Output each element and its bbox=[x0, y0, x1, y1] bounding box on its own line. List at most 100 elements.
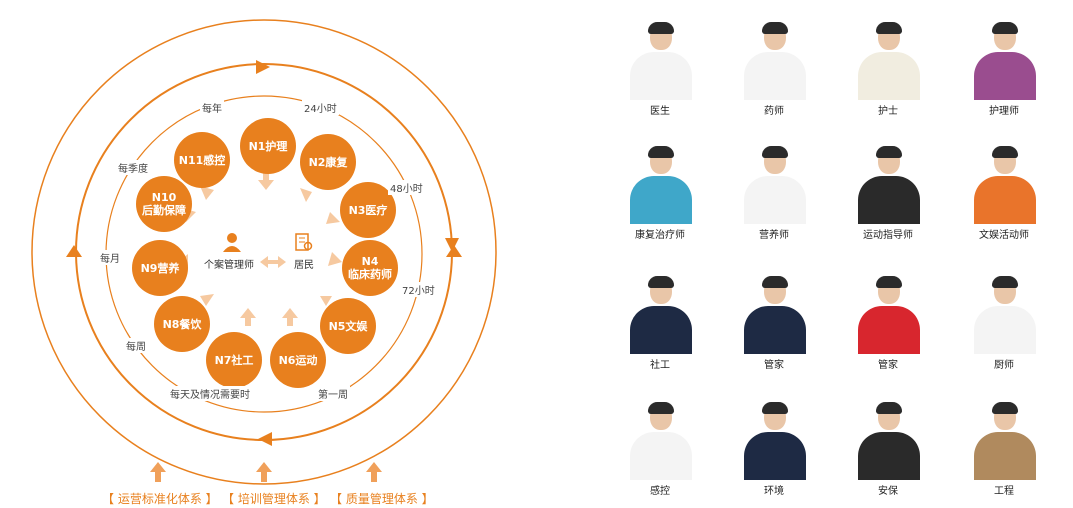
staff-photo bbox=[970, 22, 1040, 100]
staff-photo bbox=[854, 146, 924, 224]
staff-role-label: 护士 bbox=[878, 106, 898, 117]
staff-role-label: 护理师 bbox=[989, 106, 1019, 117]
staff-hair bbox=[762, 22, 788, 34]
staff-body bbox=[630, 176, 692, 224]
staff-photo bbox=[740, 22, 810, 100]
staff-body bbox=[858, 306, 920, 354]
cycle-label-monthly: 每月 bbox=[98, 250, 122, 265]
cycle-label-first-week: 第一周 bbox=[316, 386, 350, 401]
staff-hair bbox=[762, 146, 788, 158]
staff-role-label: 营养师 bbox=[759, 230, 789, 241]
staff-hair bbox=[762, 276, 788, 288]
staff-hair bbox=[876, 276, 902, 288]
staff-photo bbox=[626, 402, 696, 480]
staff-card: 文娱活动师 bbox=[956, 142, 1052, 242]
staff-body bbox=[744, 432, 806, 480]
staff-role-label: 药师 bbox=[764, 106, 784, 117]
staff-hair bbox=[876, 146, 902, 158]
node-n6: N6运动 bbox=[270, 332, 326, 388]
staff-card: 管家 bbox=[726, 272, 822, 372]
staff-hair bbox=[876, 402, 902, 414]
node-n11: N11感控 bbox=[174, 132, 230, 188]
staff-role-label: 安保 bbox=[878, 486, 898, 497]
staff-hair bbox=[992, 22, 1018, 34]
staff-card: 护士 bbox=[840, 18, 936, 118]
staff-body bbox=[974, 176, 1036, 224]
node-label: N3医疗 bbox=[348, 203, 388, 217]
staff-photo bbox=[626, 276, 696, 354]
cycle-label-72h: 72小时 bbox=[400, 282, 437, 297]
service-cycle-diagram: N1护理 N2康复 N3医疗 N4 临床药师 N5文娱 N6运动 N7社工 N8… bbox=[31, 19, 497, 506]
staff-body bbox=[744, 176, 806, 224]
staff-role-label: 运动指导师 bbox=[863, 230, 913, 241]
staff-role-label: 社工 bbox=[650, 360, 670, 371]
ring-arrow-top bbox=[256, 60, 270, 74]
staff-hair bbox=[992, 276, 1018, 288]
staff-card: 医生 bbox=[612, 18, 708, 118]
staff-hair bbox=[648, 146, 674, 158]
staff-role-label: 文娱活动师 bbox=[979, 230, 1029, 241]
node-n4: N4 临床药师 bbox=[342, 240, 398, 296]
staff-hair bbox=[762, 402, 788, 414]
staff-card: 工程 bbox=[956, 398, 1052, 498]
staff-card: 社工 bbox=[612, 272, 708, 372]
node-label: N4 bbox=[361, 255, 379, 268]
cycle-rings bbox=[31, 19, 497, 485]
node-label: N8餐饮 bbox=[162, 317, 202, 331]
staff-photo bbox=[970, 402, 1040, 480]
staff-body bbox=[858, 176, 920, 224]
node-sublabel: 后勤保障 bbox=[142, 204, 186, 217]
node-label: N6运动 bbox=[278, 353, 318, 367]
node-n1: N1护理 bbox=[240, 118, 296, 174]
staff-card: 营养师 bbox=[726, 142, 822, 242]
staff-hair bbox=[648, 22, 674, 34]
cycle-label-weekly: 每周 bbox=[124, 338, 148, 353]
node-n3: N3医疗 bbox=[340, 182, 396, 238]
cycle-label-daily: 每天及情况需要时 bbox=[168, 386, 252, 401]
staff-hair bbox=[876, 22, 902, 34]
staff-card: 安保 bbox=[840, 398, 936, 498]
staff-body bbox=[858, 432, 920, 480]
staff-hair bbox=[648, 276, 674, 288]
staff-hair bbox=[992, 146, 1018, 158]
staff-photo bbox=[854, 276, 924, 354]
staff-role-label: 工程 bbox=[994, 486, 1014, 497]
staff-card: 护理师 bbox=[956, 18, 1052, 118]
center-double-arrow bbox=[260, 256, 286, 268]
staff-body bbox=[974, 52, 1036, 100]
staff-role-label: 医生 bbox=[650, 106, 670, 117]
staff-photo bbox=[854, 402, 924, 480]
staff-photo bbox=[740, 276, 810, 354]
staff-body bbox=[630, 306, 692, 354]
staff-photo bbox=[740, 402, 810, 480]
staff-photo bbox=[854, 22, 924, 100]
staff-role-label: 环境 bbox=[764, 486, 784, 497]
staff-role-label: 管家 bbox=[878, 360, 898, 371]
staff-body bbox=[630, 432, 692, 480]
staff-body bbox=[744, 52, 806, 100]
staff-body bbox=[630, 52, 692, 100]
staff-card: 环境 bbox=[726, 398, 822, 498]
system-training: 【 培训管理体系 】 bbox=[222, 492, 326, 506]
node-n10: N10 后勤保障 bbox=[136, 176, 192, 232]
resident-icon bbox=[295, 233, 313, 251]
system-operations: 【 运营标准化体系 】 bbox=[102, 492, 218, 506]
staff-card: 厨师 bbox=[956, 272, 1052, 372]
node-label: N5文娱 bbox=[328, 319, 368, 333]
cycle-label-48h: 48小时 bbox=[388, 180, 425, 195]
outer-ring bbox=[31, 19, 497, 485]
staff-card: 感控 bbox=[612, 398, 708, 498]
node-label: N11感控 bbox=[178, 153, 226, 167]
resident-label: 居民 bbox=[294, 260, 314, 271]
node-label: N2康复 bbox=[308, 155, 348, 169]
staff-photo bbox=[970, 276, 1040, 354]
staff-body bbox=[858, 52, 920, 100]
staff-photo bbox=[626, 22, 696, 100]
node-label: N7社工 bbox=[214, 353, 254, 367]
staff-body bbox=[974, 432, 1036, 480]
cycle-label-quarterly: 每季度 bbox=[116, 160, 150, 175]
staff-hair bbox=[992, 402, 1018, 414]
staff-card: 药师 bbox=[726, 18, 822, 118]
staff-card: 康复治疗师 bbox=[612, 142, 708, 242]
node-n5: N5文娱 bbox=[320, 298, 376, 354]
